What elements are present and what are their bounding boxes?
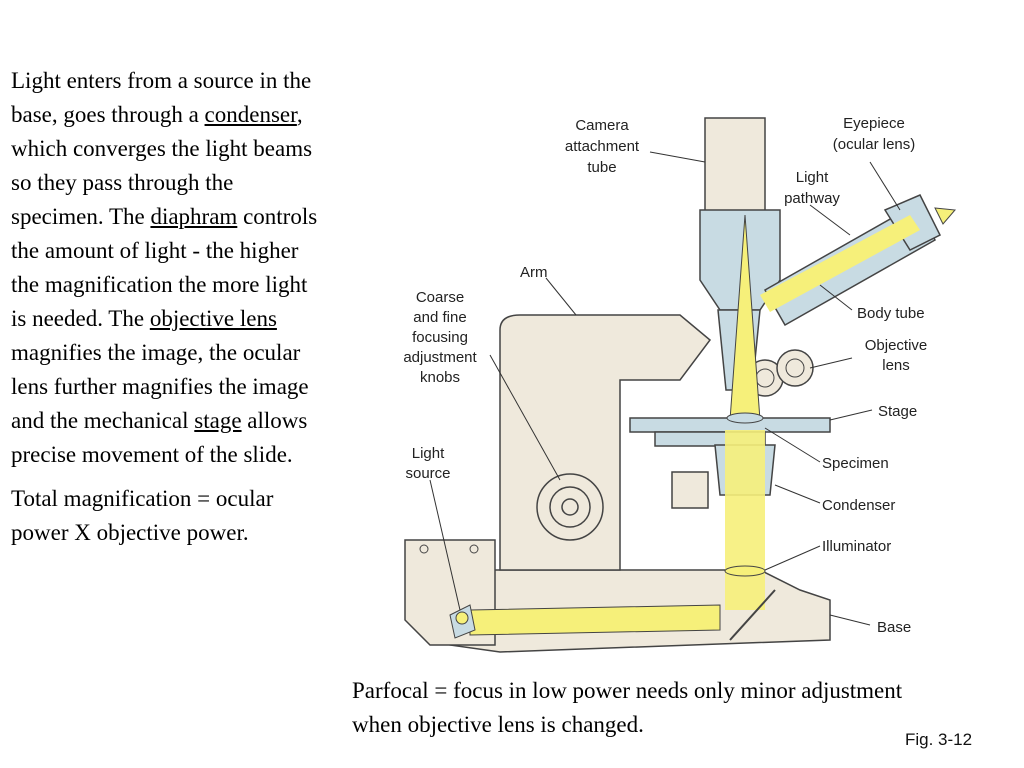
- text-segment: controls the amount of light - the highe…: [11, 204, 318, 331]
- label-eyepiece: Eyepiece(ocular lens): [833, 115, 916, 153]
- label-arm: Arm: [520, 264, 548, 281]
- label-specimen: Specimen: [822, 455, 889, 472]
- term-condenser: condenser: [204, 102, 297, 127]
- text-segment: magnifies the image, the ocular lens fur…: [11, 340, 309, 433]
- label-illuminator: Illuminator: [822, 538, 891, 555]
- label-body-tube: Body tube: [857, 305, 925, 322]
- term-stage: stage: [194, 408, 242, 433]
- description-paragraph: Light enters from a source in the base, …: [11, 64, 321, 472]
- text-segment: allows precise movement of the slide.: [11, 408, 308, 467]
- figure-label: Fig. 3-12: [905, 730, 973, 749]
- label-stage: Stage: [878, 403, 917, 420]
- camera-tube: [704, 117, 766, 219]
- term-objective-lens: objective lens: [149, 306, 277, 331]
- text-segment: Light enters from a source in the base, …: [11, 68, 312, 127]
- light-pathway-vertical: [725, 430, 765, 610]
- description-text: Light enters from a source in the base, …: [11, 64, 321, 560]
- label-condenser: Condenser: [822, 497, 895, 514]
- term-diaphram: diaphram: [150, 204, 238, 229]
- label-base: Base: [877, 619, 911, 636]
- parfocal-note: Parfocal = focus in low power needs only…: [352, 678, 903, 737]
- total-magnification-text: Total magnification = ocular power X obj…: [11, 486, 274, 545]
- focus-knob: [536, 473, 604, 541]
- light-source-bulb: [455, 611, 469, 625]
- text-segment: , which converges the light beams so the…: [11, 102, 313, 229]
- light-pathway-base: [469, 604, 721, 636]
- light-pathway-body: [760, 215, 920, 312]
